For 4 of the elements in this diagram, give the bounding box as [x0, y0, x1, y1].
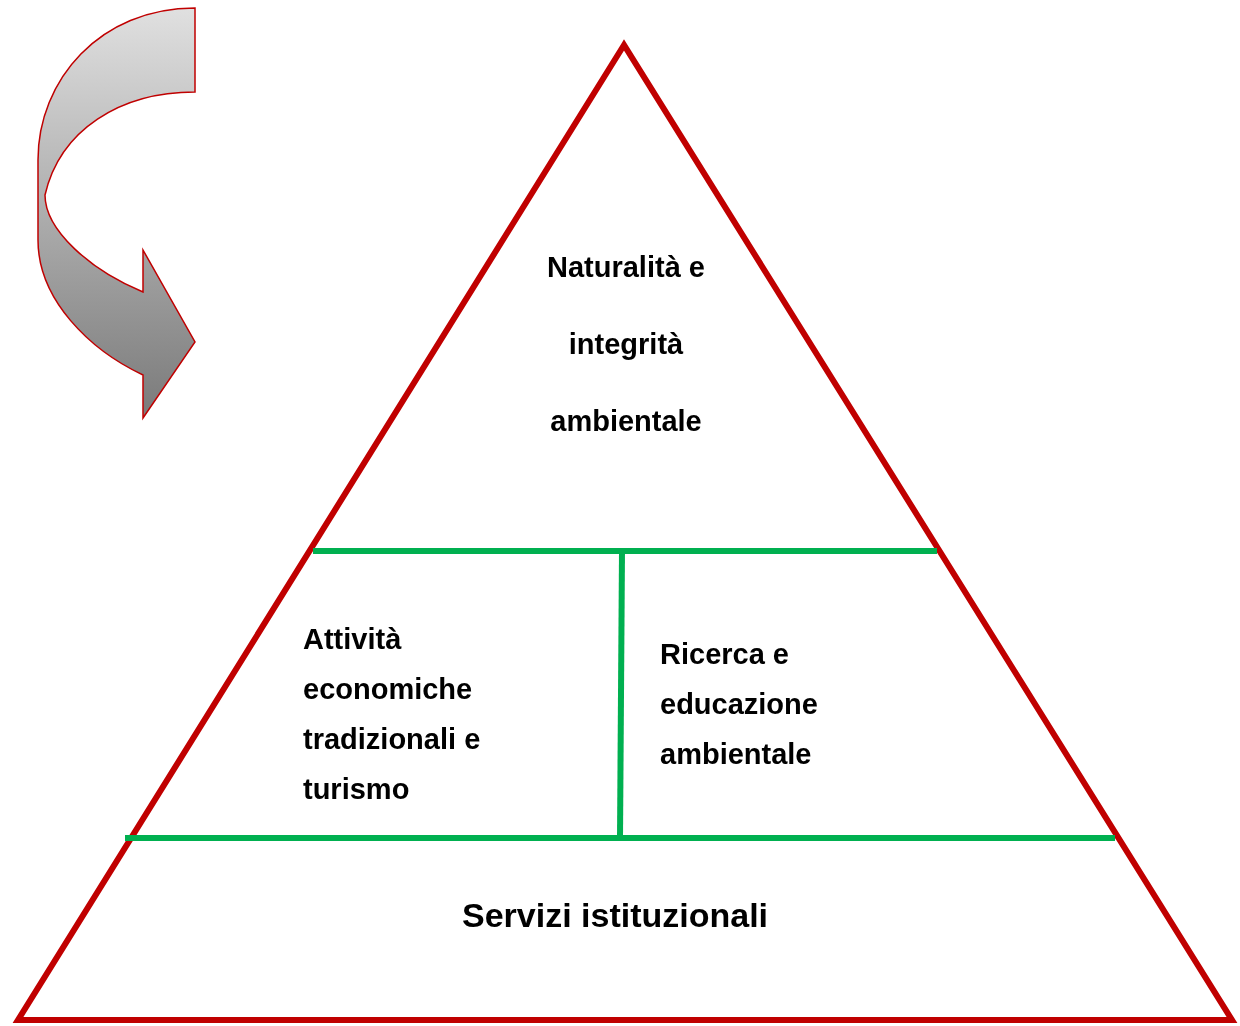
- section-label: Naturalità e integrità ambientale: [526, 229, 726, 460]
- section-label: Ricerca e educazione ambientale: [660, 629, 910, 779]
- section-label: Servizi istituzionali: [400, 890, 830, 940]
- section-label: Attività economiche tradizionali e turismo: [303, 614, 553, 814]
